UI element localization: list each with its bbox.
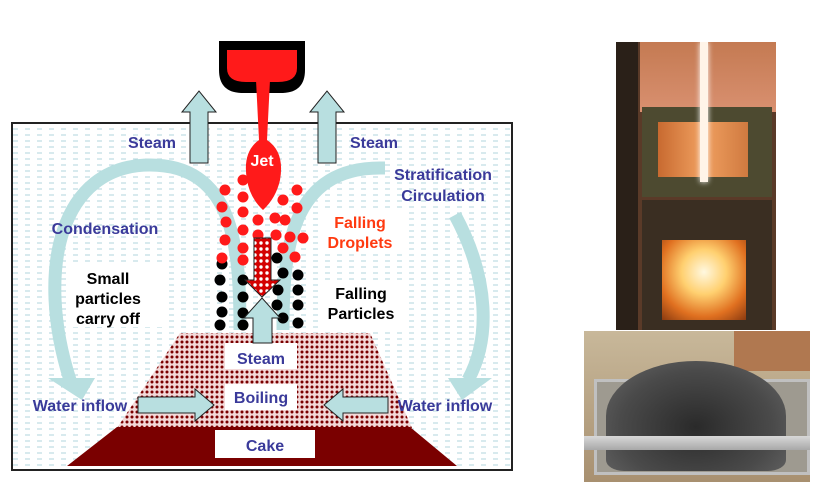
melt-in-ladle bbox=[227, 50, 297, 82]
label-water-inflow-right: Water inflow bbox=[398, 398, 493, 415]
falling-droplet bbox=[291, 202, 303, 214]
falling-particle bbox=[292, 299, 304, 311]
melt-jet bbox=[245, 80, 282, 210]
falling-droplet bbox=[237, 174, 249, 186]
steam-rising-arrow bbox=[242, 297, 282, 344]
falling-particle bbox=[216, 291, 228, 303]
label-circulation: Circulation bbox=[401, 188, 485, 205]
label-condensation: Condensation bbox=[52, 221, 159, 238]
steam-up-arrow-left bbox=[180, 90, 218, 164]
circulation-arc-left bbox=[48, 158, 247, 382]
label-stratification: Stratification bbox=[394, 167, 492, 184]
label-bg bbox=[322, 280, 402, 328]
falling-particle bbox=[277, 267, 289, 279]
circulation-arrowhead-right bbox=[448, 378, 492, 400]
water-inflow-arrow-right bbox=[323, 387, 389, 423]
furnace-jet-photo bbox=[616, 42, 776, 330]
label-falling-particles-2: Particles bbox=[328, 306, 395, 323]
falling-droplet bbox=[219, 184, 231, 196]
label-boiling: Boiling bbox=[234, 390, 288, 407]
falling-droplet bbox=[216, 201, 228, 213]
circulation-arc-right bbox=[276, 161, 385, 331]
falling-droplet bbox=[270, 229, 282, 241]
falling-particle bbox=[214, 319, 226, 331]
falling-droplet bbox=[277, 242, 289, 254]
falling-droplet bbox=[291, 184, 303, 196]
falling-droplet bbox=[279, 214, 291, 226]
label-cake: Cake bbox=[246, 438, 284, 455]
falling-droplets-arrow bbox=[243, 237, 282, 298]
falling-droplet bbox=[237, 191, 249, 203]
label-small-particles-2: particles bbox=[75, 291, 141, 308]
label-bg bbox=[72, 265, 162, 327]
label-jet: Jet bbox=[250, 153, 274, 170]
falling-particle bbox=[272, 284, 284, 296]
label-steam-center: Steam bbox=[237, 351, 285, 368]
falling-particle bbox=[292, 284, 304, 296]
droplets-and-particles bbox=[214, 174, 309, 331]
falling-particle bbox=[271, 252, 283, 264]
label-water-inflow-left: Water inflow bbox=[33, 398, 128, 415]
falling-droplet bbox=[237, 206, 249, 218]
falling-droplet bbox=[297, 232, 309, 244]
falling-droplet bbox=[219, 234, 231, 246]
label-falling-droplets-2: Droplets bbox=[328, 235, 393, 252]
label-small-particles-3: carry off bbox=[76, 311, 141, 328]
falling-particle bbox=[237, 319, 249, 331]
falling-particle bbox=[271, 299, 283, 311]
boiling-label-box bbox=[225, 384, 297, 410]
label-small-particles-1: Small bbox=[87, 271, 130, 288]
falling-particle bbox=[214, 274, 226, 286]
falling-droplet bbox=[269, 212, 281, 224]
steam-up-arrow-right bbox=[308, 90, 346, 164]
falling-particle bbox=[277, 312, 289, 324]
debris-pile-photo bbox=[584, 331, 810, 482]
falling-particle bbox=[292, 269, 304, 281]
water-inflow-arrow-left bbox=[137, 387, 215, 423]
falling-droplet bbox=[289, 251, 301, 263]
circulation-arc-right-lower bbox=[449, 211, 490, 384]
falling-particle bbox=[237, 274, 249, 286]
falling-droplet bbox=[220, 216, 232, 228]
label-falling-droplets-1: Falling bbox=[334, 215, 386, 232]
falling-droplet bbox=[252, 214, 264, 226]
label-falling-particles-1: Falling bbox=[335, 286, 387, 303]
falling-particle bbox=[216, 306, 228, 318]
falling-droplet bbox=[277, 194, 289, 206]
circulation-arrowhead-left bbox=[48, 378, 95, 400]
falling-droplet bbox=[237, 254, 249, 266]
falling-droplet bbox=[237, 242, 249, 254]
label-steam-right: Steam bbox=[350, 135, 398, 152]
cake-label-box bbox=[215, 430, 315, 458]
falling-particle bbox=[237, 291, 249, 303]
steam-label-box bbox=[225, 343, 297, 369]
falling-droplet bbox=[284, 231, 296, 243]
label-steam-left: Steam bbox=[128, 135, 176, 152]
falling-particle bbox=[292, 317, 304, 329]
falling-droplet bbox=[216, 252, 228, 264]
falling-droplet bbox=[237, 224, 249, 236]
label-bg bbox=[320, 210, 402, 254]
